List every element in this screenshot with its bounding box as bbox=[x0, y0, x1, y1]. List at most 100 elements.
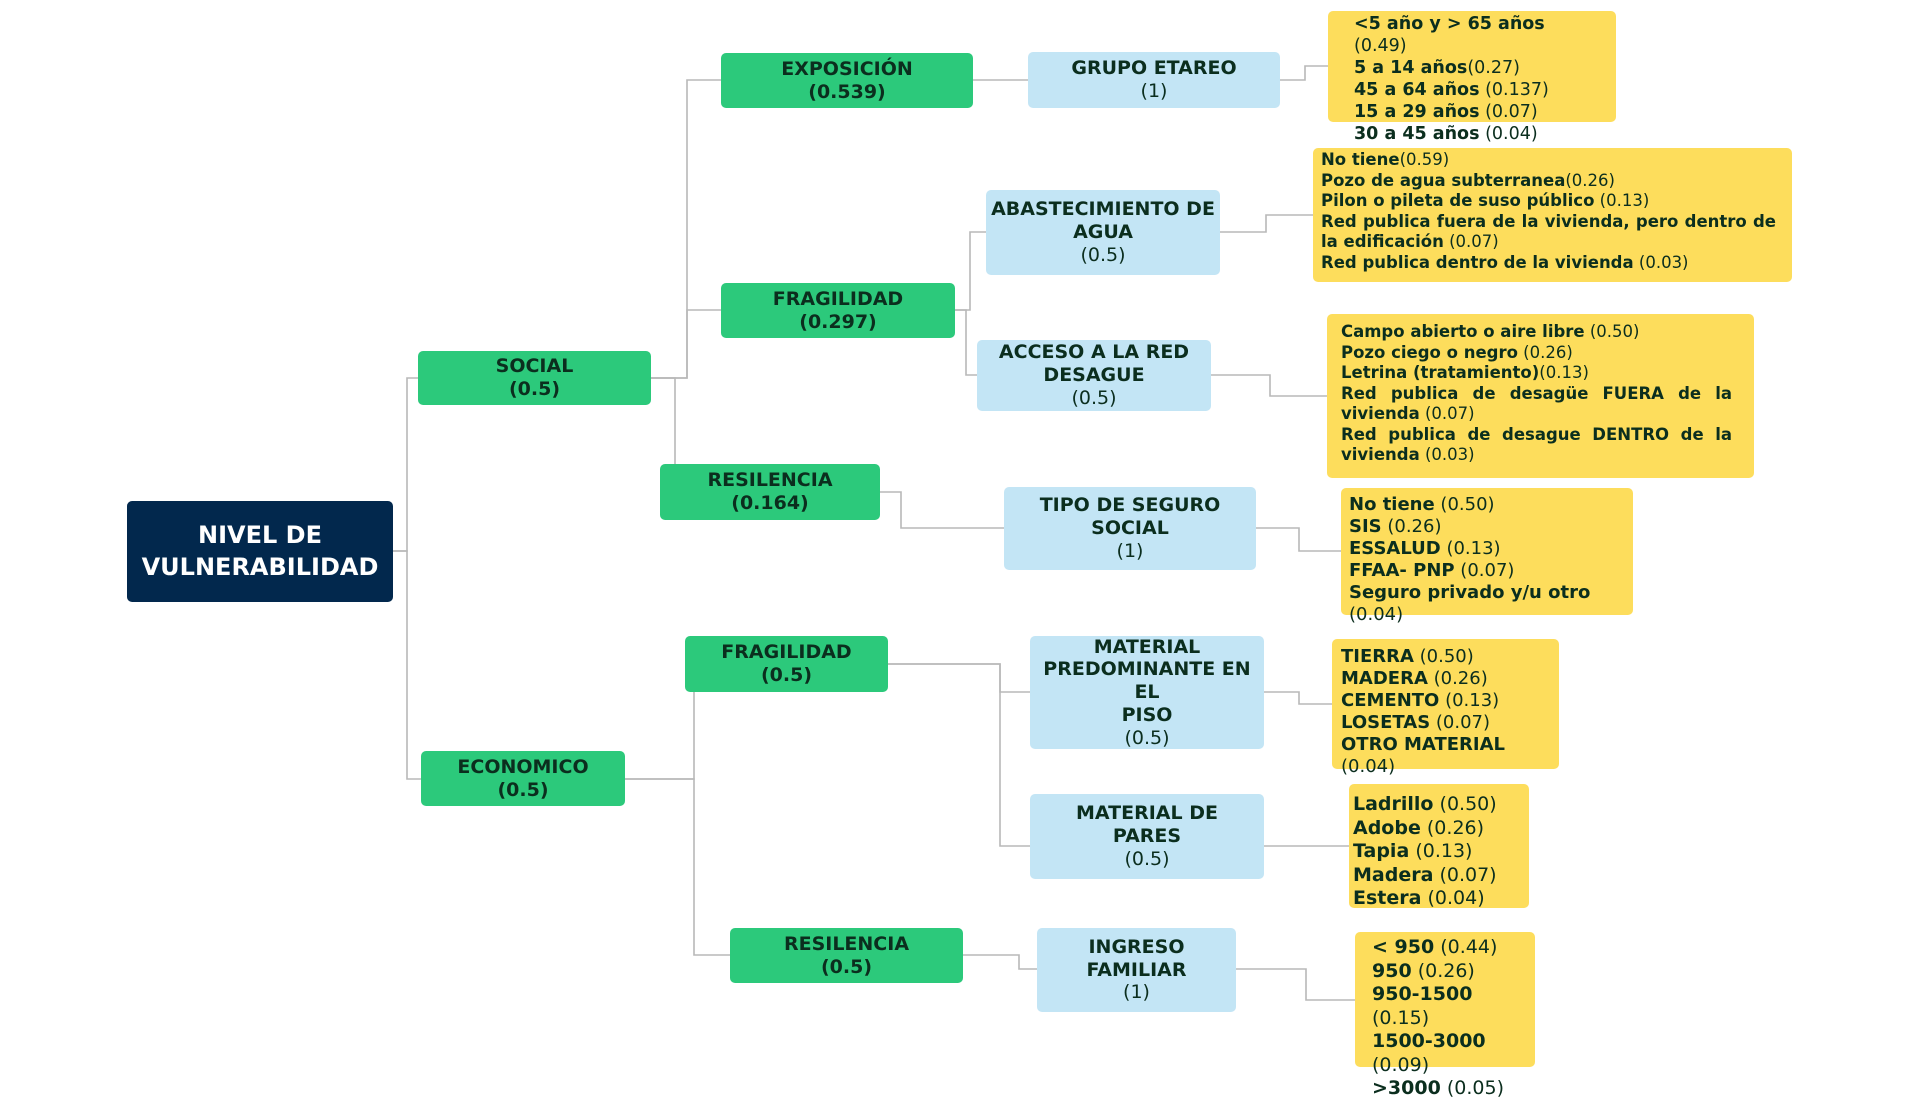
node-label: GRUPO ETAREO bbox=[1071, 57, 1237, 80]
node-weight: (0.5) bbox=[497, 778, 549, 801]
descriptor-item: LOSETAS (0.07) bbox=[1341, 712, 1491, 733]
descriptor-item: SIS (0.26) bbox=[1349, 516, 1442, 537]
descriptor-item: OTRO MATERIAL (0.04) bbox=[1341, 734, 1505, 777]
node-exposicion[interactable]: EXPOSICIÓN (0.539) bbox=[721, 53, 973, 108]
node-label: SOCIAL bbox=[495, 355, 574, 378]
descriptor-item: 950 (0.26) bbox=[1372, 959, 1475, 982]
node-weight: (0.5) bbox=[760, 664, 813, 686]
connector-acceso-descriptors bbox=[1211, 374, 1327, 397]
descriptors-tipo-seguro-social: No tiene (0.50) SIS (0.26) ESSALUD (0.13… bbox=[1341, 488, 1633, 625]
descriptors-material-pares: Ladrillo (0.50) Adobe (0.26) Tapia (0.13… bbox=[1349, 784, 1529, 909]
node-label: EXPOSICIÓN bbox=[781, 57, 913, 80]
descriptor-item: <5 año y > 65 años (0.49) bbox=[1354, 14, 1545, 56]
connector-root-social bbox=[393, 377, 418, 552]
node-grupo-etareo[interactable]: GRUPO ETAREO (1) bbox=[1028, 52, 1280, 108]
node-weight: (1) bbox=[1116, 539, 1144, 562]
connector-social-exposicion bbox=[651, 79, 721, 379]
node-weight: (0.5) bbox=[820, 955, 873, 978]
connector-tipo-descriptors bbox=[1256, 527, 1341, 552]
descriptor-item: Pilon o pileta de suso público (0.13) bbox=[1321, 191, 1650, 210]
descriptor-item: 950-1500 (0.15) bbox=[1372, 983, 1473, 1029]
node-label-line2: AGUA bbox=[1073, 221, 1133, 244]
node-label-line2: FAMILIAR bbox=[1086, 958, 1187, 981]
connector-fragilidad-pares bbox=[888, 663, 1030, 847]
root-node-nivel-vulnerabilidad[interactable]: NIVEL DE VULNERABILIDAD bbox=[127, 501, 393, 602]
descriptor-item: < 950 (0.44) bbox=[1372, 936, 1498, 958]
node-label-line1: MATERIAL DE bbox=[1076, 802, 1218, 825]
node-weight: (1) bbox=[1123, 981, 1150, 1004]
connector-root-economico bbox=[393, 550, 421, 780]
descriptor-item: TIERRA (0.50) bbox=[1341, 646, 1474, 667]
descriptor-item: Madera (0.07) bbox=[1353, 863, 1497, 886]
node-label: FRAGILIDAD bbox=[772, 287, 904, 310]
node-ingreso-familiar[interactable]: INGRESO FAMILIAR (1) bbox=[1037, 928, 1236, 1012]
node-weight: (1) bbox=[1140, 80, 1168, 102]
descriptor-item: Red publica fuera de la vivienda, pero d… bbox=[1321, 211, 1776, 252]
descriptor-item: Red publica de desague DENTRO de la vivi… bbox=[1341, 424, 1732, 465]
connector-economico-resilencia bbox=[625, 778, 730, 956]
node-label-line1: ACCESO A LA RED bbox=[998, 341, 1190, 364]
node-economico[interactable]: ECONOMICO (0.5) bbox=[421, 751, 625, 806]
connector-grupo-descriptors bbox=[1280, 65, 1328, 81]
node-label: ECONOMICO bbox=[457, 755, 589, 778]
node-weight: (0.5) bbox=[1124, 726, 1170, 749]
connector-fragilidad-abastecimiento bbox=[955, 231, 986, 311]
node-weight: (0.5) bbox=[1071, 386, 1117, 409]
connector-resilencia-ingreso bbox=[963, 954, 1037, 970]
descriptor-item: 30 a 45 años (0.04) bbox=[1354, 124, 1538, 144]
node-label: RESILENCIA bbox=[783, 932, 910, 955]
descriptors-ingreso-familiar: < 950 (0.44) 950 (0.26) 950-1500 (0.15) … bbox=[1355, 932, 1535, 1099]
node-weight: (0.539) bbox=[808, 80, 886, 103]
connector-abastecimiento-descriptors bbox=[1220, 214, 1313, 233]
node-label-line3: PISO bbox=[1121, 703, 1173, 726]
descriptor-item: 45 a 64 años (0.137) bbox=[1354, 80, 1549, 100]
descriptor-item: Red publica de desagüe FUERA de la vivie… bbox=[1341, 383, 1732, 424]
node-label-line1: INGRESO bbox=[1088, 935, 1185, 958]
node-label-line2: DESAGUE bbox=[1043, 364, 1145, 387]
node-acceso-red-desague[interactable]: ACCESO A LA RED DESAGUE (0.5) bbox=[977, 340, 1211, 411]
node-weight: (0.5) bbox=[1080, 243, 1126, 266]
node-resilencia-social[interactable]: RESILENCIA (0.164) bbox=[660, 464, 880, 520]
descriptors-acceso-red-desague: Campo abierto o aire libre (0.50) Pozo c… bbox=[1327, 314, 1754, 478]
connector-ingreso-descriptors bbox=[1236, 968, 1355, 1001]
descriptor-item: Campo abierto o aire libre (0.50) bbox=[1341, 322, 1640, 341]
descriptor-item: Red publica dentro de la vivienda (0.03) bbox=[1321, 252, 1689, 272]
node-resilencia-economico[interactable]: RESILENCIA (0.5) bbox=[730, 928, 963, 983]
descriptors-abastecimiento-agua: No tiene(0.59) Pozo de agua subterranea(… bbox=[1313, 148, 1792, 282]
descriptor-item: FFAA- PNP (0.07) bbox=[1349, 560, 1515, 581]
descriptor-item: Pozo ciego o negro (0.26) bbox=[1341, 342, 1573, 362]
descriptors-grupo-etareo: <5 año y > 65 años (0.49) 5 a 14 años(0.… bbox=[1328, 11, 1616, 144]
descriptor-item: Estera (0.04) bbox=[1353, 887, 1485, 909]
descriptor-item: Adobe (0.26) bbox=[1353, 816, 1485, 839]
descriptor-item: 5 a 14 años(0.27) bbox=[1354, 58, 1520, 78]
descriptor-item: Letrina (tratamiento)(0.13) bbox=[1341, 363, 1589, 382]
connector-fragilidad-acceso bbox=[955, 309, 977, 376]
node-tipo-seguro-social[interactable]: TIPO DE SEGURO SOCIAL (1) bbox=[1004, 487, 1256, 570]
node-label-line1: TIPO DE SEGURO bbox=[1039, 494, 1221, 517]
node-label: RESILENCIA bbox=[707, 469, 833, 492]
node-material-piso[interactable]: MATERIAL PREDOMINANTE EN EL PISO (0.5) bbox=[1030, 636, 1264, 749]
node-weight: (0.5) bbox=[1124, 847, 1170, 870]
descriptor-item: >3000 (0.05) bbox=[1372, 1077, 1504, 1099]
connector-social-fragilidad bbox=[651, 309, 721, 379]
connector-piso-descriptors bbox=[1264, 691, 1332, 705]
node-fragilidad-economico[interactable]: FRAGILIDAD (0.5) bbox=[685, 636, 888, 692]
node-fragilidad-social[interactable]: FRAGILIDAD (0.297) bbox=[721, 283, 955, 338]
node-social[interactable]: SOCIAL (0.5) bbox=[418, 351, 651, 405]
connector-economico-fragilidad bbox=[625, 663, 695, 780]
descriptor-item: 1500-3000 (0.09) bbox=[1372, 1030, 1486, 1076]
node-material-pares[interactable]: MATERIAL DE PARES (0.5) bbox=[1030, 794, 1264, 879]
connector-resilencia-tipo bbox=[880, 491, 1004, 529]
descriptor-item: ESSALUD (0.13) bbox=[1349, 538, 1501, 559]
root-line1: NIVEL DE bbox=[198, 521, 322, 550]
node-label-line2: PARES bbox=[1112, 825, 1182, 848]
connector-fragilidad-piso bbox=[888, 663, 1030, 693]
node-label-line1: ABASTECIMIENTO DE bbox=[991, 198, 1215, 221]
descriptor-item: No tiene (0.50) bbox=[1349, 494, 1495, 515]
descriptor-item: 15 a 29 años (0.07) bbox=[1354, 102, 1538, 122]
descriptor-item: MADERA (0.26) bbox=[1341, 668, 1488, 689]
node-label-line1: MATERIAL bbox=[1093, 635, 1201, 658]
root-line2: VULNERABILIDAD bbox=[141, 552, 379, 581]
descriptor-item: Seguro privado y/u otro (0.04) bbox=[1349, 582, 1591, 625]
node-abastecimiento-agua[interactable]: ABASTECIMIENTO DE AGUA (0.5) bbox=[986, 190, 1220, 275]
